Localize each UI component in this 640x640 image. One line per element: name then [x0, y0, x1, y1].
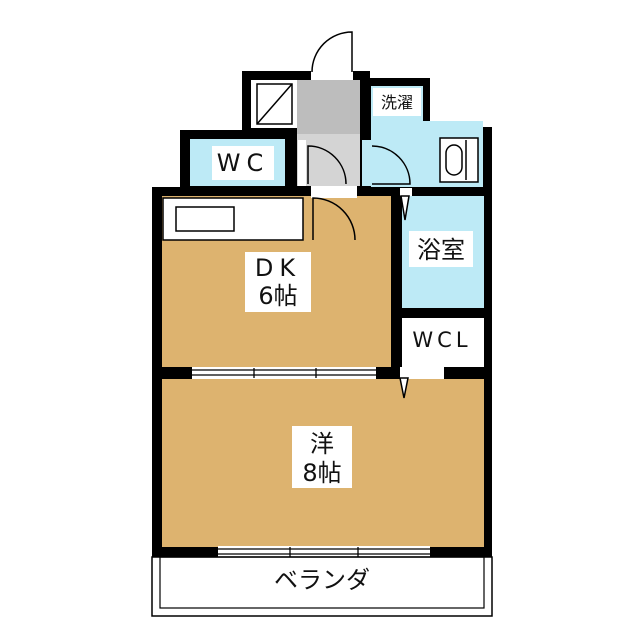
balcony-label: ベランダ — [274, 566, 370, 594]
laundry-label-bg — [373, 88, 421, 116]
wcl-door-gap — [400, 367, 444, 379]
dk-name-label: DK — [255, 254, 301, 282]
dk-door-swing — [312, 197, 356, 241]
wcl-door-arrow — [399, 377, 409, 399]
dk-label-bg — [245, 252, 311, 312]
wc-label-bg — [212, 146, 274, 180]
wc-door-gap — [298, 140, 306, 186]
balcony-rail — [159, 556, 485, 609]
wcl-label: WCL — [412, 328, 471, 352]
western-size-label: 8帖 — [302, 459, 341, 487]
wc-label: WC — [217, 149, 270, 177]
entrance-door-swing — [311, 31, 353, 73]
doors — [298, 31, 444, 399]
dk-door-gap — [311, 186, 357, 198]
western-name-label: 洋 — [310, 430, 334, 458]
wc-door-swing — [307, 145, 347, 185]
western-label-bg — [292, 426, 352, 488]
bath-label: 浴室 — [417, 236, 465, 264]
washroom-door-swing — [371, 145, 411, 185]
washroom-door-gap — [362, 140, 372, 186]
balcony-outline — [151, 556, 493, 617]
balcony-window — [218, 546, 430, 558]
balcony — [151, 556, 493, 617]
dk-size-label: 6帖 — [258, 282, 297, 310]
hallway-lower — [297, 134, 360, 186]
sliding-door-dk-western — [192, 367, 376, 379]
wcl-floor — [402, 318, 484, 367]
bath-door-gap — [400, 188, 412, 196]
washbasin-bowl — [445, 144, 463, 176]
bath-label-bg — [409, 231, 473, 267]
shoe-box-diagonal — [256, 83, 293, 125]
bath-door-arrow — [400, 195, 410, 221]
laundry-label: 洗濯 — [381, 93, 413, 112]
kitchen-sink — [175, 206, 235, 232]
